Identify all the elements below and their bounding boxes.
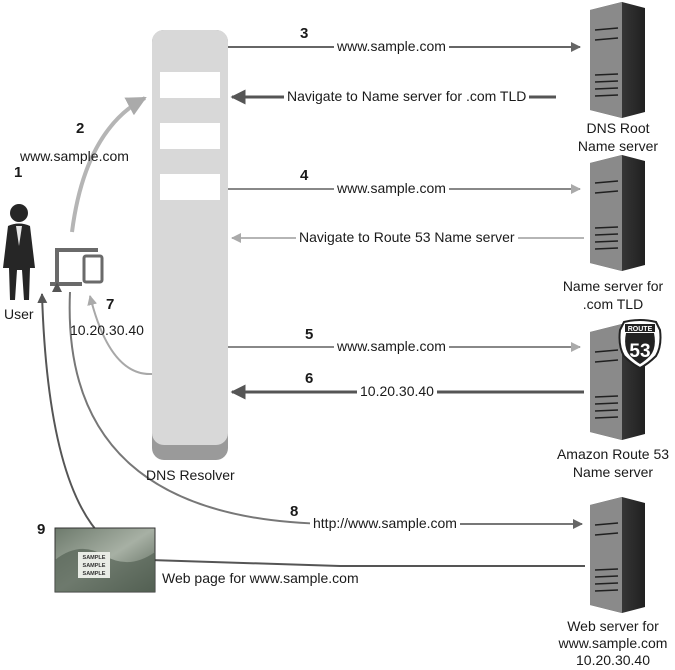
step7-message: 10.20.30.40 bbox=[70, 322, 144, 338]
tld-server-label-1: Name server for bbox=[562, 278, 664, 294]
step2-message: www.sample.com bbox=[20, 148, 129, 164]
route53-shield-icon bbox=[618, 319, 662, 370]
step3-message: www.sample.com bbox=[334, 38, 449, 55]
step-number-4: 4 bbox=[300, 167, 309, 184]
step-number-3: 3 bbox=[300, 25, 309, 42]
tld-server-label-2: .com TLD bbox=[582, 296, 644, 312]
webpage-thumbnail bbox=[54, 527, 156, 593]
step-number-1: 1 bbox=[14, 164, 23, 181]
arrow-step8 bbox=[68, 291, 583, 529]
route53-badge-number: 53 bbox=[629, 341, 650, 362]
step-number-6: 6 bbox=[305, 370, 314, 387]
step5-message: www.sample.com bbox=[334, 338, 449, 355]
user-label: User bbox=[4, 306, 34, 322]
arrow-step7 bbox=[87, 295, 153, 376]
thumbnail-text-2: SAMPLE bbox=[83, 563, 106, 569]
route53-server-label-1: Amazon Route 53 bbox=[556, 446, 670, 462]
web-server-label-1: Web server for bbox=[567, 618, 659, 634]
laptop-phone-icon bbox=[50, 248, 104, 286]
dns-resolver-node bbox=[152, 30, 228, 460]
dns-resolver-label: DNS Resolver bbox=[146, 467, 235, 483]
thumbnail-text-1: SAMPLE bbox=[83, 555, 106, 561]
root-reply-message: Navigate to Name server for .com TLD bbox=[284, 88, 530, 105]
web-server-icon bbox=[590, 497, 645, 613]
tld-server-icon bbox=[590, 155, 645, 271]
thumbnail-text-3: SAMPLE bbox=[83, 571, 106, 577]
web-server-label-3: 10.20.30.40 bbox=[576, 652, 650, 668]
step-number-2: 2 bbox=[76, 120, 85, 137]
route53-badge-top: ROUTE bbox=[628, 326, 653, 333]
step4-message: www.sample.com bbox=[334, 180, 449, 197]
step-number-7: 7 bbox=[106, 296, 115, 313]
arrow-step2 bbox=[70, 96, 147, 233]
step-number-5: 5 bbox=[305, 326, 314, 343]
step-number-8: 8 bbox=[290, 503, 299, 520]
dns-root-server-icon bbox=[590, 2, 645, 118]
webpage-message: Web page for www.sample.com bbox=[160, 570, 361, 587]
dns-root-label-2: Name server bbox=[577, 138, 659, 154]
step6-message: 10.20.30.40 bbox=[357, 383, 437, 400]
step-number-9: 9 bbox=[37, 521, 46, 538]
web-server-label-2: www.sample.com bbox=[558, 635, 668, 651]
tld-reply-message: Navigate to Route 53 Name server bbox=[296, 229, 518, 246]
user-figure bbox=[3, 204, 35, 300]
dns-root-label-1: DNS Root bbox=[586, 120, 650, 136]
route53-server-label-2: Name server bbox=[572, 464, 654, 480]
step8-message: http://www.sample.com bbox=[310, 515, 460, 532]
